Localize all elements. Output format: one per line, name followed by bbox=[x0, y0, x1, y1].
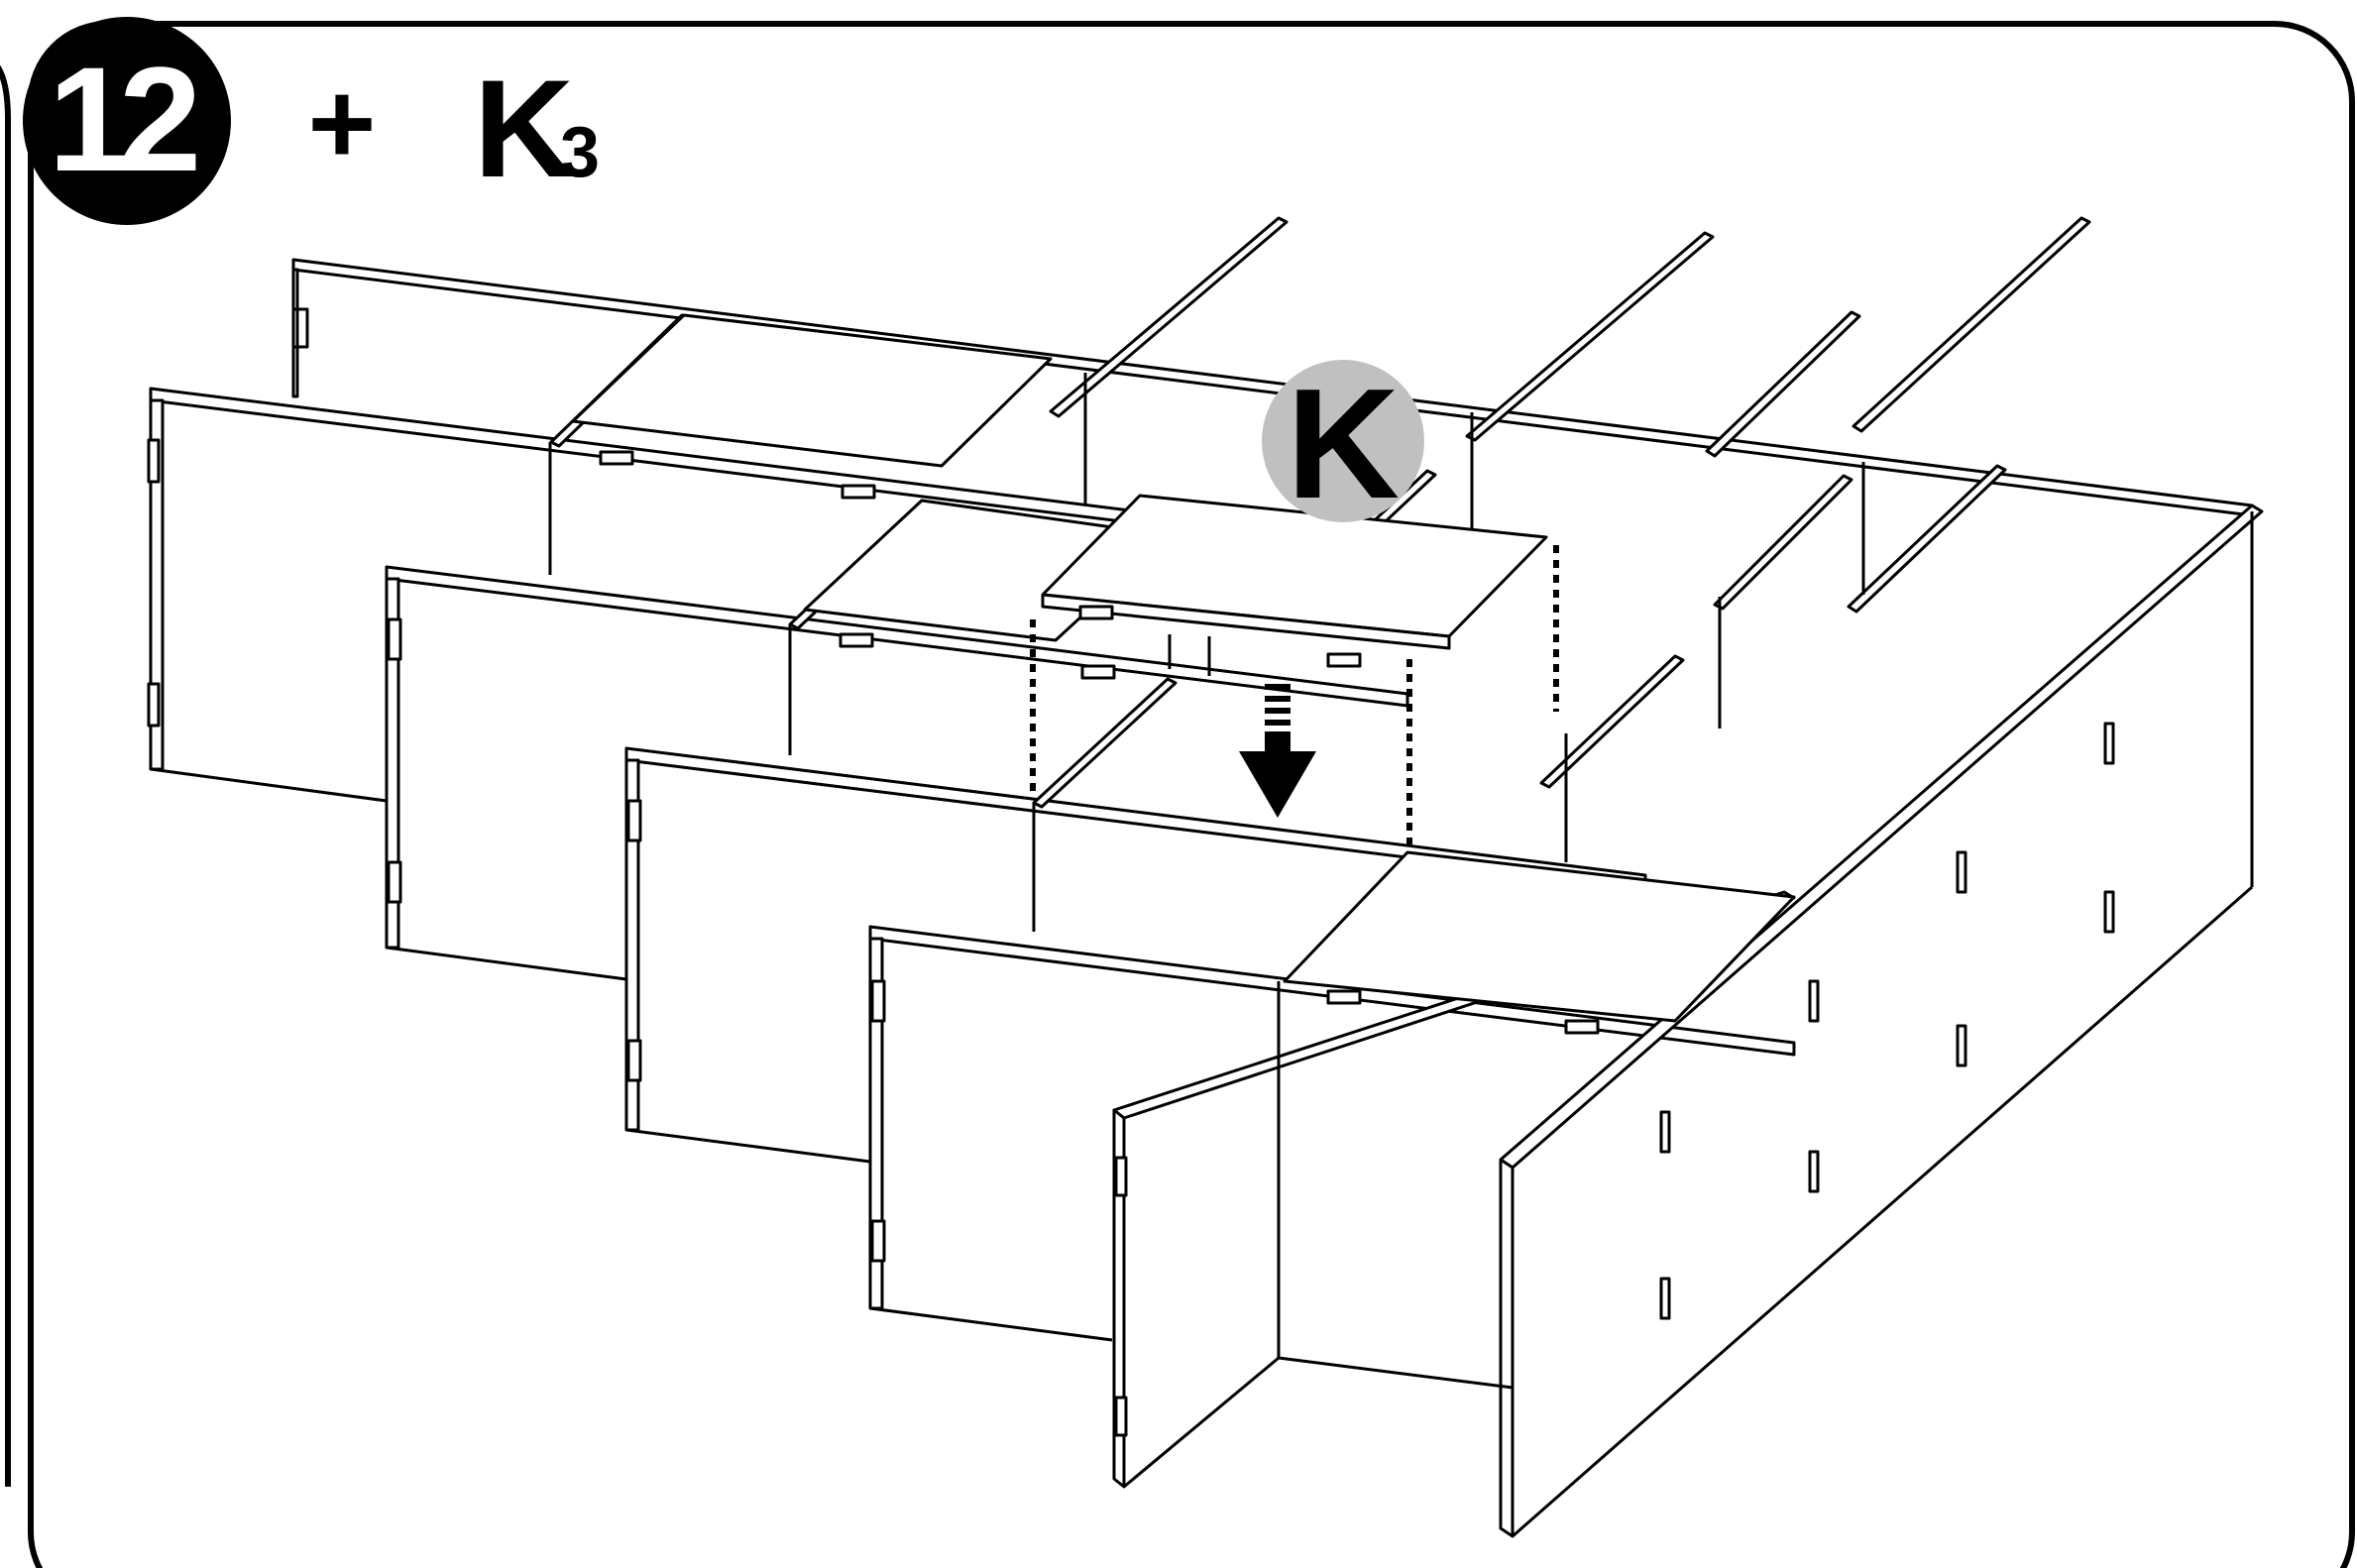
part-quantity: 3 bbox=[560, 113, 600, 192]
callout-label: K bbox=[1287, 357, 1400, 531]
row-3-panel bbox=[624, 624, 1647, 1164]
placement-guides bbox=[1030, 545, 1559, 844]
slot bbox=[147, 682, 161, 728]
part-callout: K bbox=[1262, 357, 1424, 531]
previous-step-frame bbox=[0, 64, 11, 1487]
slot bbox=[1114, 1396, 1128, 1437]
step-number-badge bbox=[23, 17, 231, 225]
step-frame bbox=[28, 21, 2355, 1568]
interior-lines bbox=[1083, 373, 1865, 862]
shelf-k-insert bbox=[1041, 494, 1548, 676]
step-number: 12 bbox=[49, 36, 196, 202]
row-2-panel bbox=[385, 442, 1409, 981]
slot bbox=[1114, 1156, 1128, 1197]
part-label: K bbox=[474, 51, 574, 206]
slot bbox=[147, 438, 161, 484]
down-arrow-icon bbox=[1239, 684, 1316, 818]
shelf-assembly bbox=[147, 216, 2264, 1538]
plus-sign: + bbox=[308, 58, 377, 189]
step-header: 12 + K 3 bbox=[23, 17, 600, 225]
callout-circle bbox=[1262, 360, 1424, 522]
row-1-panel bbox=[147, 387, 1172, 803]
